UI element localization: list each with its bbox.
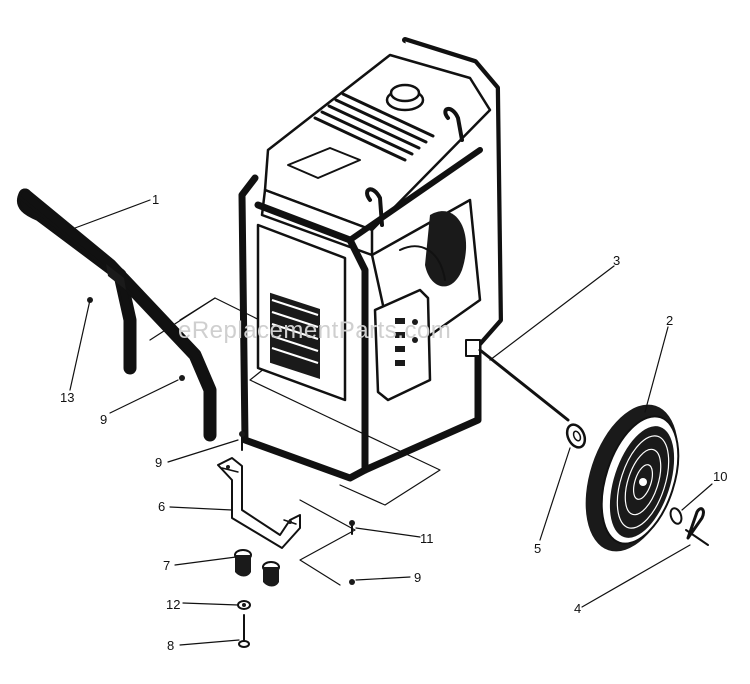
spacer-part [565, 423, 587, 449]
callout-labels: 1 2 3 4 5 6 7 8 9 9 9 10 11 12 13 [60, 192, 727, 653]
wheel-part [585, 404, 680, 552]
callout-11: 11 [420, 531, 434, 546]
callout-9-bracket: 9 [155, 455, 162, 470]
control-panel [373, 288, 432, 402]
handle-part [17, 188, 217, 442]
bolt-handle [179, 375, 185, 381]
callout-9-handle: 9 [100, 412, 107, 427]
callout-10: 10 [713, 469, 727, 484]
callout-2: 2 [666, 313, 673, 328]
cotter-pin-part [685, 507, 709, 546]
callout-13: 13 [60, 390, 74, 405]
callout-6: 6 [158, 499, 165, 514]
callout-1: 1 [152, 192, 159, 207]
callout-4: 4 [574, 601, 581, 616]
washer-small-part [237, 600, 251, 610]
callout-3: 3 [613, 253, 620, 268]
callout-9-nut: 9 [414, 570, 421, 585]
generator-unit [238, 37, 503, 482]
bolt-bracket [239, 431, 245, 451]
callout-8: 8 [167, 638, 174, 653]
callout-5: 5 [534, 541, 541, 556]
foot-bracket-part [217, 457, 301, 549]
washer-part [669, 507, 683, 525]
callout-7: 7 [163, 558, 170, 573]
nut-part [349, 520, 355, 585]
alternator-fins [270, 292, 320, 379]
watermark-text: eReplacementParts.com [178, 317, 451, 344]
bolt-part [238, 614, 250, 648]
leader-lines [69, 199, 713, 646]
axle-part [478, 348, 570, 422]
callout-12: 12 [166, 597, 180, 612]
rubber-mount-part [234, 549, 280, 587]
